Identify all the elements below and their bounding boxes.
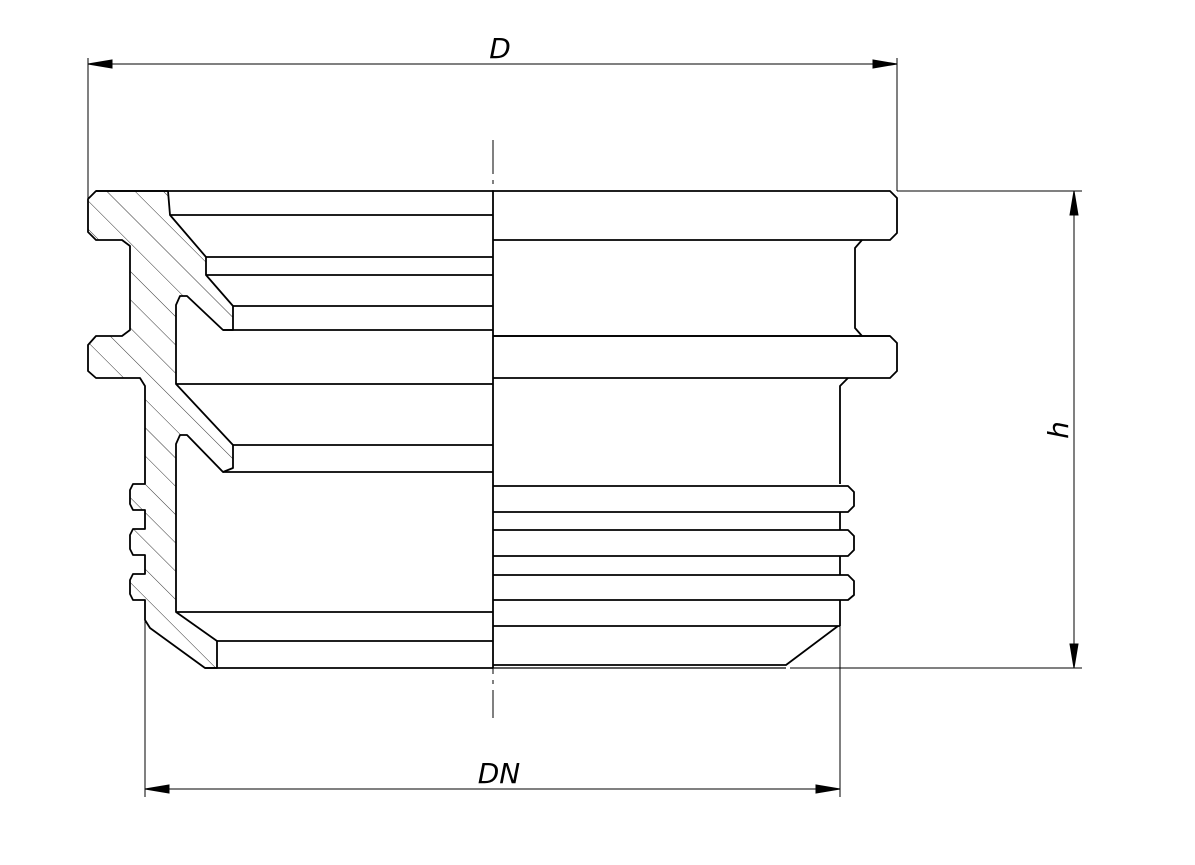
arrow-left xyxy=(87,59,113,69)
dimension-label-h: h xyxy=(1042,421,1075,439)
section-view xyxy=(87,190,493,669)
top-flange xyxy=(493,190,898,241)
bottom-chamfer xyxy=(493,625,839,666)
arrow-right xyxy=(872,59,898,69)
hatched-wall-section xyxy=(87,190,234,669)
dimension-lines xyxy=(87,58,1082,797)
dimension-label-d: D xyxy=(489,32,511,65)
lower-body xyxy=(839,377,849,484)
arrow-up xyxy=(1069,190,1079,216)
middle-flange xyxy=(493,335,898,379)
arrow-left xyxy=(144,784,170,794)
thread-ring-1 xyxy=(493,485,855,513)
thread-ring-2 xyxy=(493,529,855,557)
dimension-label-dn: DN xyxy=(478,757,521,790)
upper-body xyxy=(854,239,863,337)
arrow-right xyxy=(815,784,841,794)
thread-ring-3 xyxy=(493,574,855,601)
arrow-down xyxy=(1069,643,1079,669)
exterior-view xyxy=(492,190,898,669)
